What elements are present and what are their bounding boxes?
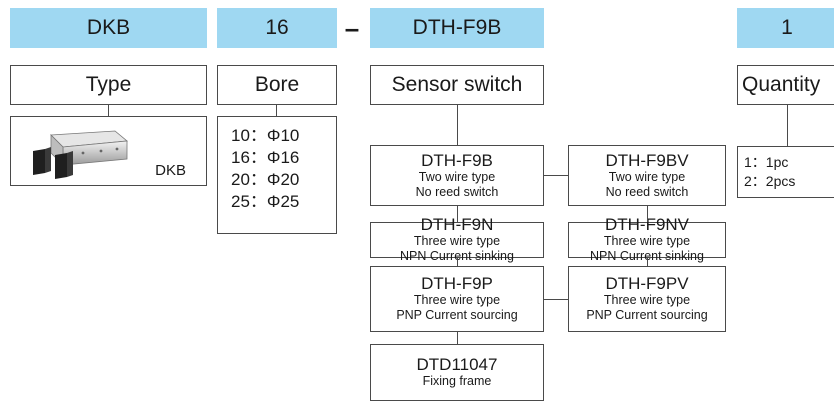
sensor-code: DTH-F9PV: [605, 274, 689, 293]
sensor-code: DTH-F9P: [421, 274, 493, 293]
sensor-option-dtd11047: DTD11047 Fixing frame: [370, 344, 544, 401]
sensor-connector: [457, 206, 458, 222]
bore-code-header: 16: [217, 8, 337, 48]
sensor-desc: PNP Current sourcing: [586, 308, 708, 322]
quantity-option-box: 1：1pc 2：2pcs: [737, 146, 834, 198]
quantity-option: 2：2pcs: [744, 173, 796, 189]
separator-dash: –: [344, 13, 360, 43]
bore-label: Bore: [217, 65, 337, 105]
sensor-desc: Three wire type: [603, 234, 691, 248]
quantity-label: Quantity: [737, 65, 834, 105]
sensor-code: DTD11047: [416, 355, 498, 374]
sensor-code: DTH-F9BV: [605, 150, 689, 170]
quantity-option: 1：1pc: [744, 154, 789, 170]
sensor-desc: Two wire type: [418, 169, 496, 184]
bore-option: 10：Φ10: [231, 126, 300, 145]
sensor-option-dth-f9n: DTH-F9N Three wire type NPN Current sink…: [370, 216, 544, 263]
sensor-desc: Three wire type: [413, 234, 501, 248]
sensor-code-header: DTH-F9B: [370, 8, 544, 48]
type-option-name: DKB: [155, 162, 186, 179]
sensor-option-dth-f9pv: DTH-F9PV Three wire type PNP Current sou…: [568, 266, 726, 332]
sensor-connector: [457, 332, 458, 344]
sensor-option-dth-f9bv: DTH-F9BV Two wire type No reed switch: [568, 145, 726, 206]
type-connector: [108, 105, 109, 116]
sensor-connector: [457, 258, 458, 266]
type-option-box: DKB: [10, 116, 207, 186]
sensor-desc: NPN Current sinking: [590, 249, 704, 263]
bore-option: 16：Φ16: [231, 148, 300, 167]
sensor-desc: NPN Current sinking: [400, 249, 514, 263]
sensor-desc: Three wire type: [413, 293, 501, 307]
sensor-option-dth-f9p: DTH-F9P Three wire type PNP Current sour…: [370, 266, 544, 332]
sensor-desc: Fixing frame: [422, 374, 492, 388]
quantity-code-header: 1: [737, 8, 834, 48]
bore-option-box: 10：Φ10 16：Φ16 20：Φ20 25：Φ25: [217, 116, 337, 234]
bore-connector: [276, 105, 277, 116]
sensor-connector: [647, 258, 648, 266]
sensor-code: DTH-F9B: [421, 150, 493, 170]
gripper-image: [33, 130, 128, 179]
sensor-desc: No reed switch: [415, 184, 499, 199]
sensor-desc: No reed switch: [605, 184, 689, 199]
bore-option: 25：Φ25: [231, 192, 300, 211]
sensor-connector-main: [457, 105, 458, 145]
sensor-option-dth-f9nv: DTH-F9NV Three wire type NPN Current sin…: [568, 216, 726, 263]
quantity-connector: [787, 105, 788, 146]
sensor-option-dth-f9b: DTH-F9B Two wire type No reed switch: [370, 145, 544, 206]
sensor-connector: [647, 206, 648, 222]
type-code-header: DKB: [10, 8, 207, 48]
sensor-desc: Three wire type: [603, 293, 691, 307]
sensor-desc: Two wire type: [608, 169, 686, 184]
bore-option: 20：Φ20: [231, 170, 300, 189]
sensor-code: DTH-F9NV: [604, 215, 690, 234]
sensor-desc: PNP Current sourcing: [396, 308, 518, 322]
column-bridge: [544, 175, 568, 176]
sensor-switch-label: Sensor switch: [370, 65, 544, 105]
column-bridge: [544, 299, 568, 300]
type-label: Type: [10, 65, 207, 105]
sensor-code: DTH-F9N: [420, 215, 494, 234]
